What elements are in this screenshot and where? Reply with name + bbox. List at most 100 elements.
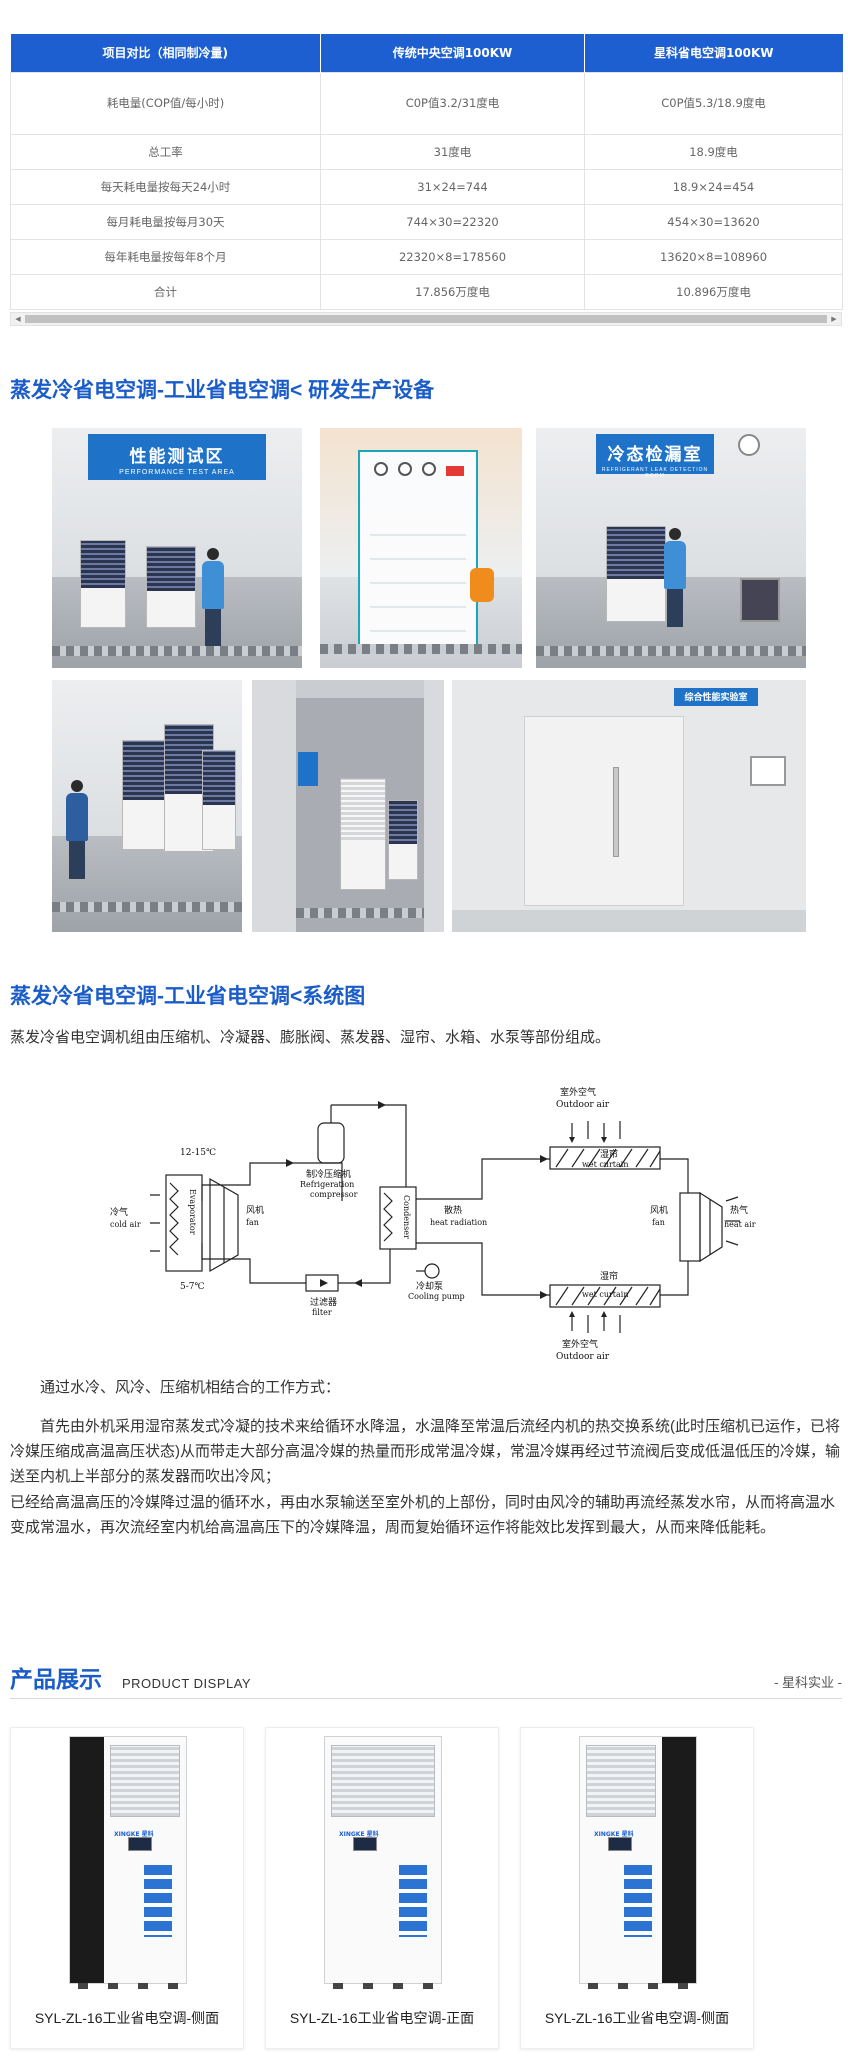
table-cell: C0P值5.3/18.9度电 — [584, 71, 843, 135]
outdoor-air-top-label: 室外空气 — [560, 1086, 596, 1098]
system-section-title: 蒸发冷省电空调-工业省电空调<系统图 — [10, 985, 366, 1008]
photo-test-room-doorway — [252, 680, 444, 932]
table-cell: 18.9度电 — [584, 133, 843, 170]
area-sign: 性能测试区 PERFORMANCE TEST AREA — [88, 434, 266, 480]
table-cell: 13620×8=108960 — [584, 238, 843, 275]
wet-curtain-bottom-en: wet curtain — [582, 1290, 629, 1299]
fan-right-label: 风机 — [650, 1204, 668, 1216]
table-header-row: 项目对比（相同制冷量) 传统中央空调100KW 星科省电空调100KW — [10, 34, 843, 72]
photo-assembly-line — [52, 680, 242, 932]
product-card[interactable]: XINGKE 星科 SYL-ZL-16工业省电空调-侧面 — [10, 1727, 244, 2049]
area-sign — [298, 752, 318, 786]
cold-air-label: 冷气 — [110, 1206, 128, 1218]
photo-test-cabinet — [320, 428, 522, 668]
table-header-cell: 项目对比（相同制冷量) — [10, 34, 321, 72]
product-caption[interactable]: SYL-ZL-16工业省电空调-正面 — [289, 2010, 475, 2026]
comparison-table: 项目对比（相同制冷量) 传统中央空调100KW 星科省电空调100KW 耗电量(… — [10, 34, 843, 310]
compressor-label: 制冷压缩机 — [306, 1168, 351, 1180]
wet-curtain-bottom-label: 湿帘 — [600, 1270, 618, 1282]
scrollbar-thumb[interactable] — [25, 314, 827, 323]
fan-right — [699, 1191, 723, 1263]
table-cell: 31×24=744 — [320, 168, 585, 205]
table-cell: 17.856万度电 — [320, 273, 585, 310]
evaporator-label: Evaporator — [188, 1189, 197, 1235]
window-icon — [750, 756, 786, 786]
table-row: 合计 17.856万度电 10.896万度电 — [10, 273, 843, 310]
brand-label[interactable]: - 星科实业 - — [774, 1675, 842, 1690]
condenser-label: Condenser — [402, 1195, 411, 1239]
wet-curtain-bottom — [549, 1284, 661, 1308]
table-cell: C0P值3.2/31度电 — [320, 71, 585, 135]
product-image[interactable]: XINGKE 星科 — [521, 1728, 753, 1990]
clock-icon — [738, 434, 760, 456]
comparison-table-wrapper: 项目对比（相同制冷量) 传统中央空调100KW 星科省电空调100KW 耗电量(… — [10, 34, 843, 326]
rd-section-title: 蒸发冷省电空调-工业省电空调< 研发生产设备 — [10, 379, 435, 402]
table-cell: 每天耗电量按每天24小时 — [10, 168, 321, 205]
table-cell: 合计 — [10, 273, 321, 310]
table-cell: 10.896万度电 — [584, 273, 843, 310]
cooling-pump — [424, 1263, 440, 1279]
table-cell: 耗电量(COP值/每小时) — [10, 71, 321, 135]
heat-label: 散热 — [444, 1204, 462, 1216]
table-row: 每月耗电量按每月30天 744×30=22320 454×30=13620 — [10, 203, 843, 240]
photo-performance-test-area: 性能测试区 PERFORMANCE TEST AREA — [52, 428, 302, 668]
circulation-paragraph: 已经给高温高压的冷媒降过温的循环水，再由水泵输送至室外机的上部份，同时由风冷的辅… — [10, 1494, 836, 1536]
product-image[interactable]: XINGKE 星科 — [11, 1728, 243, 1990]
outdoor-air-bottom-en: Outdoor air — [556, 1352, 610, 1362]
pump-label: 冷却泵 — [416, 1280, 443, 1292]
photo-leak-detection-room: 冷态检漏室 REFRIGERANT LEAK DETECTION ROOM — [536, 428, 806, 668]
table-cell: 22320×8=178560 — [320, 238, 585, 275]
temp-low-label: 5-7℃ — [180, 1282, 205, 1292]
hot-air-en: heat air — [724, 1220, 756, 1229]
area-sign: 冷态检漏室 REFRIGERANT LEAK DETECTION ROOM — [596, 434, 714, 479]
temp-high-label: 12-15℃ — [180, 1148, 216, 1158]
compressor-en1: Refrigeration — [300, 1180, 354, 1189]
system-diagram-svg: 室外空气 Outdoor air 湿帘 wet curtain 12-15℃ 5… — [110, 1086, 756, 1362]
product-card[interactable]: XINGKE 星科 SYL-ZL-16工业省电空调-侧面 — [520, 1727, 754, 2049]
table-cell: 每年耗电量按每年8个月 — [10, 238, 321, 275]
table-cell: 每月耗电量按每月30天 — [10, 203, 321, 240]
fan-left-label: 风机 — [246, 1204, 264, 1216]
compressor — [317, 1122, 345, 1164]
table-header-cell: 星科省电空调100KW — [584, 34, 843, 72]
working-mode-heading: 通过水冷、风冷、压缩机相结合的工作方式： — [40, 1379, 341, 1396]
system-intro: 蒸发冷省电空调机组由压缩机、冷凝器、膨胀阀、蒸发器、湿帘、水箱、水泵等部份组成。 — [10, 1029, 611, 1046]
filter — [305, 1274, 339, 1292]
table-row: 总工率 31度电 18.9度电 — [10, 133, 843, 170]
scroll-left-arrow-icon[interactable]: ◀ — [15, 314, 21, 323]
table-cell: 454×30=13620 — [584, 203, 843, 240]
outdoor-air-bottom-label: 室外空气 — [562, 1338, 598, 1350]
table-row: 耗电量(COP值/每小时) C0P值3.2/31度电 C0P值5.3/18.9度… — [10, 71, 843, 135]
product-title: 产品展示 — [10, 1666, 102, 1692]
fan-right-en: fan — [652, 1218, 665, 1227]
wet-curtain-top-label: 湿帘 — [600, 1148, 618, 1160]
filter-label: 过滤器 — [310, 1296, 337, 1308]
pump-en: Cooling pump — [408, 1292, 465, 1301]
product-caption[interactable]: SYL-ZL-16工业省电空调-侧面 — [544, 2010, 730, 2026]
product-image[interactable]: XINGKE 星科 — [266, 1728, 498, 1990]
evaporator-coil — [165, 1174, 203, 1272]
table-header-cell: 传统中央空调100KW — [320, 34, 585, 72]
product-title-en: PRODUCT DISPLAY — [122, 1676, 252, 1691]
photo-performance-lab: 综合性能实验室 — [452, 680, 806, 932]
cold-air-en: cold air — [110, 1220, 141, 1229]
condenser — [379, 1186, 417, 1250]
table-cell: 18.9×24=454 — [584, 168, 843, 205]
wet-curtain-top — [549, 1146, 661, 1170]
product-display-header: 产品展示 PRODUCT DISPLAY - 星科实业 - — [10, 1666, 842, 1699]
wet-curtain-top-en: wet curtain — [582, 1160, 629, 1169]
product-card[interactable]: XINGKE 星科 SYL-ZL-16工业省电空调-正面 — [265, 1727, 499, 2049]
fan-left — [209, 1177, 239, 1273]
filter-en: filter — [312, 1308, 332, 1317]
table-cell: 总工率 — [10, 133, 321, 170]
table-cell: 31度电 — [320, 133, 585, 170]
outdoor-air-top-en: Outdoor air — [556, 1100, 610, 1110]
heat-en: heat radiation — [430, 1218, 487, 1227]
table-cell: 744×30=22320 — [320, 203, 585, 240]
hot-air-label: 热气 — [730, 1204, 748, 1216]
table-row: 每天耗电量按每天24小时 31×24=744 18.9×24=454 — [10, 168, 843, 205]
table-row: 每年耗电量按每年8个月 22320×8=178560 13620×8=10896… — [10, 238, 843, 275]
table-horizontal-scrollbar[interactable]: ◀ ▶ — [10, 311, 842, 326]
scroll-right-arrow-icon[interactable]: ▶ — [831, 314, 837, 323]
product-caption[interactable]: SYL-ZL-16工业省电空调-侧面 — [34, 2010, 220, 2026]
